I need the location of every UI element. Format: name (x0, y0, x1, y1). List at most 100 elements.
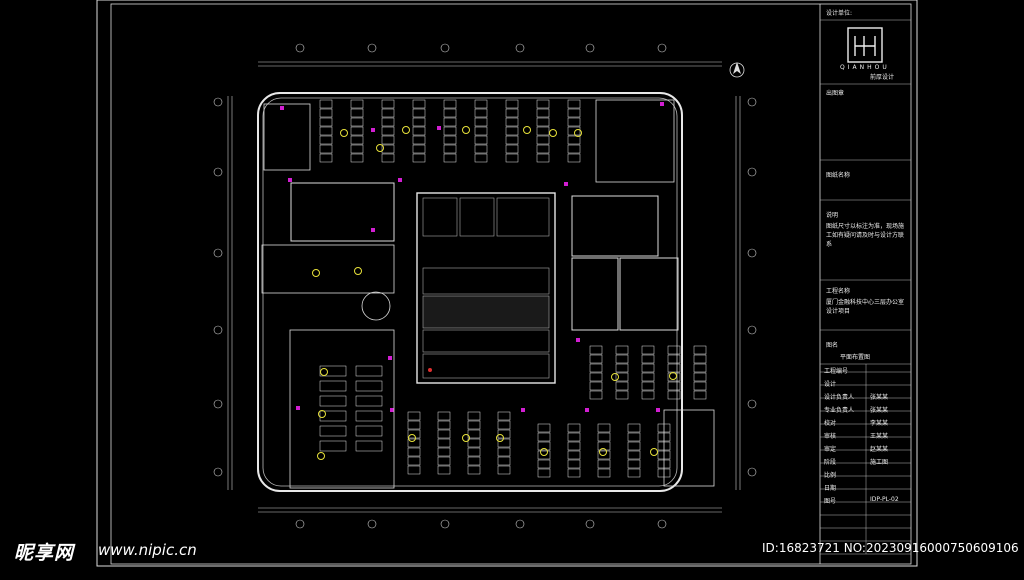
desk (350, 108, 364, 118)
chair-marker (340, 129, 348, 137)
desk (667, 390, 681, 400)
desk (412, 126, 426, 136)
training-room-left (289, 329, 395, 489)
desk (567, 117, 581, 127)
desk (443, 99, 457, 109)
desk (467, 456, 481, 466)
furniture-markers (280, 102, 677, 460)
desk (437, 447, 451, 457)
desk (597, 459, 611, 469)
desk (641, 354, 655, 364)
desk (589, 354, 603, 364)
desk (589, 345, 603, 355)
desk (381, 144, 395, 154)
desk (589, 381, 603, 391)
core-lobby (422, 353, 550, 379)
desk (536, 153, 550, 163)
desk (567, 135, 581, 145)
title-block-row-label: 专业负责人 (824, 407, 855, 414)
meeting-room-right (571, 195, 659, 257)
grid-bubble (585, 519, 595, 529)
desk (437, 456, 451, 466)
desk (505, 108, 519, 118)
desk (381, 135, 395, 145)
desk (437, 411, 451, 421)
chair-marker (611, 373, 619, 381)
notes-label: 说明 (826, 212, 839, 219)
grid-bubble (515, 519, 525, 529)
training-desk (355, 440, 383, 452)
training-desk (319, 365, 347, 377)
desk (350, 135, 364, 145)
desk (319, 99, 333, 109)
desk (597, 423, 611, 433)
sheet-frame-outer (96, 0, 918, 567)
training-desk (355, 365, 383, 377)
title-block-row-label: 审定 (824, 446, 837, 453)
desk (407, 429, 421, 439)
grid-bubble (367, 519, 377, 529)
grid-bubble (657, 519, 667, 529)
column-marker (288, 178, 292, 182)
chair-marker (523, 126, 531, 134)
title-block-grid (820, 19, 911, 555)
brand-cn: 前厚设计 (870, 74, 895, 81)
desk (627, 441, 641, 451)
watermark-id: ID:16823721 NO:20230916000750609106 (762, 541, 1019, 555)
desk (567, 99, 581, 109)
desk (693, 381, 707, 391)
desk (443, 108, 457, 118)
desk (443, 153, 457, 163)
grid-bubble (585, 43, 595, 53)
chair-marker (549, 129, 557, 137)
desk (641, 390, 655, 400)
desk (537, 432, 551, 442)
desk (437, 420, 451, 430)
column-marker (388, 356, 392, 360)
column-marker (296, 406, 300, 410)
desk (505, 153, 519, 163)
grid-bubble (515, 43, 525, 53)
office-right (619, 257, 679, 331)
desk (567, 432, 581, 442)
training-desk (355, 380, 383, 392)
desk (412, 144, 426, 154)
desk (437, 438, 451, 448)
desk (381, 117, 395, 127)
desk (615, 345, 629, 355)
title-block-row-label: 阶段 (824, 459, 837, 466)
desk (443, 135, 457, 145)
core-restroom (496, 197, 550, 237)
desk (693, 390, 707, 400)
grid-bubble (367, 43, 377, 53)
desk (443, 117, 457, 127)
column-marker (371, 228, 375, 232)
core-elevators-row2 (422, 329, 550, 353)
desk (443, 126, 457, 136)
desk (350, 144, 364, 154)
desk (589, 363, 603, 373)
desk (537, 423, 551, 433)
reception-curve (361, 291, 391, 321)
desk (537, 441, 551, 451)
desk (641, 381, 655, 391)
desk (627, 450, 641, 460)
title-block-row-label: 设计 (824, 381, 837, 388)
grid-bubble (213, 399, 223, 409)
watermark-logo: 昵享网 (14, 542, 75, 564)
chair-marker (669, 372, 677, 380)
desk (597, 450, 611, 460)
lounge-left (261, 244, 395, 294)
title-block-row-label: 设计负责人 (824, 394, 855, 401)
grid-bubble (440, 519, 450, 529)
desk (693, 363, 707, 373)
conference-room (571, 257, 619, 331)
desk (350, 126, 364, 136)
desk (474, 144, 488, 154)
desk (412, 153, 426, 163)
desk (641, 363, 655, 373)
desk (381, 153, 395, 163)
desk (474, 153, 488, 163)
drawing-title-label: 图纸名称 (826, 172, 851, 179)
desk (467, 438, 481, 448)
